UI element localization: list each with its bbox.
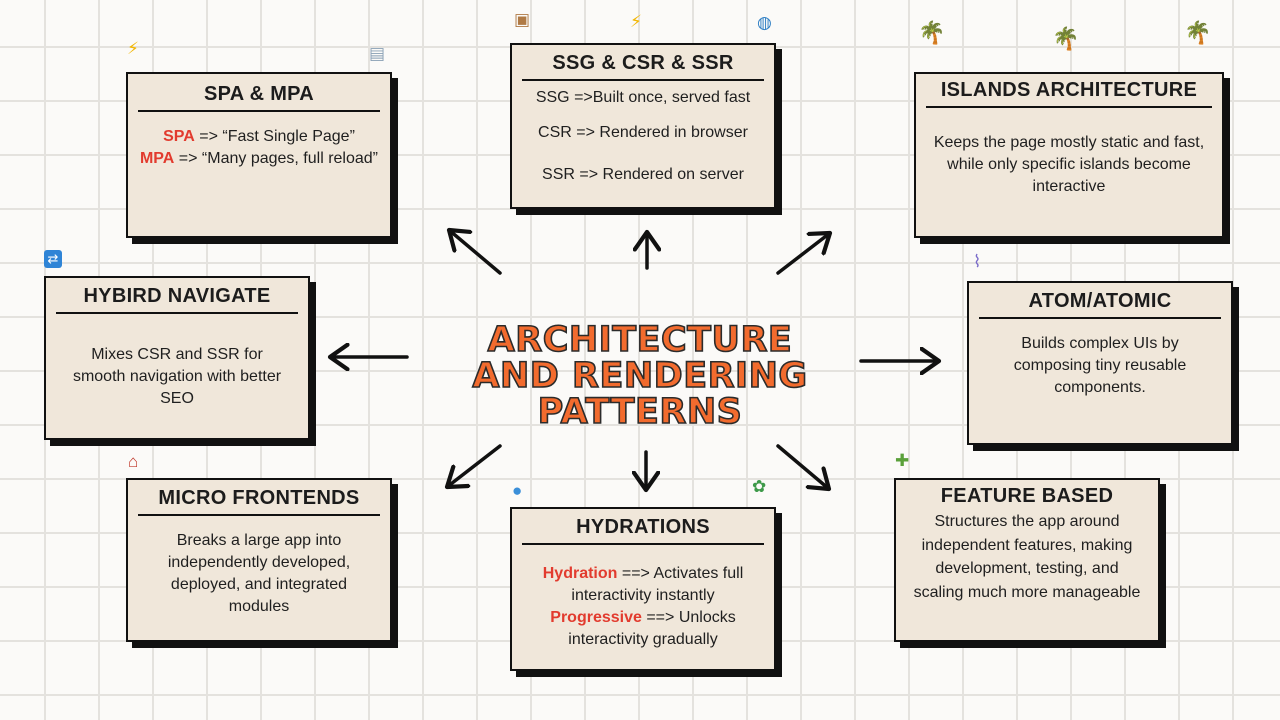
globe-icon: ◍: [757, 13, 772, 32]
card-body: SPA => “Fast Single Page” MPA => “Many p…: [138, 126, 380, 170]
island-icon: 🌴: [1052, 26, 1080, 51]
card-body: Hydration ==> Activates full interactivi…: [522, 563, 764, 651]
card-feature-based: FEATURE BASED Structures the app around …: [894, 478, 1160, 642]
arrow-to-micro: [447, 444, 502, 487]
crane-icon: ⌂: [128, 452, 139, 471]
puzzle-icon: ✚: [895, 451, 910, 470]
card-body: Structures the app around independent fe…: [913, 513, 1141, 601]
lightning-icon: ⚡: [127, 39, 139, 58]
hydration-text: ==> Activates full interactivity instant…: [571, 565, 744, 604]
card-hydrations: HYDRATIONS Hydration ==> Activates full …: [510, 507, 776, 671]
arrow-to-spa: [449, 230, 502, 275]
card-body: Keeps the page mostly static and fast, w…: [933, 134, 1205, 195]
dna-icon: ⌇: [973, 252, 982, 271]
hydration-label: Hydration: [542, 565, 618, 582]
shuffle-icon: ⇄: [44, 250, 62, 268]
card-title: HYDRATIONS: [522, 515, 764, 545]
progressive-text: ==> Unlocks interactivity gradually: [568, 609, 736, 648]
card-spa-mpa: SPA & MPA SPA => “Fast Single Page” MPA …: [126, 72, 392, 238]
card-ssg-csr-ssr: SSG & CSR & SSR SSG =>Built once, served…: [510, 43, 776, 209]
arrow-to-feature: [776, 444, 829, 489]
ssg-line: SSG =>Built once, served fast: [535, 89, 751, 106]
progressive-label: Progressive: [550, 609, 642, 626]
lightning-icon: ⚡: [630, 12, 642, 31]
title-line: PATTERNS: [537, 392, 743, 432]
droplet-icon: ●: [512, 481, 523, 500]
card-islands-architecture: ISLANDS ARCHITECTURE Keeps the page most…: [914, 72, 1224, 238]
island-icon: 🌴: [1184, 20, 1212, 45]
card-title: ATOM/ATOMIC: [979, 289, 1221, 319]
card-hybrid-navigate: HYBIRD NAVIGATE Mixes CSR and SSR for sm…: [44, 276, 310, 440]
spa-label: SPA: [163, 128, 195, 145]
card-body: Breaks a large app into independently de…: [167, 532, 351, 615]
card-title: SSG & CSR & SSR: [522, 51, 764, 81]
diagram-title: ARCHITECTURE AND RENDERING PATTERNS: [440, 320, 840, 432]
document-icon: ▤: [369, 44, 386, 63]
card-title: FEATURE BASED: [940, 485, 1114, 507]
card-title: MICRO FRONTENDS: [138, 486, 380, 516]
card-micro-frontends: MICRO FRONTENDS Breaks a large app into …: [126, 478, 392, 642]
card-title: SPA & MPA: [138, 82, 380, 112]
card-body: Mixes CSR and SSR for smooth navigation …: [72, 346, 282, 407]
card-title: HYBIRD NAVIGATE: [56, 284, 298, 314]
card-atom-atomic: ATOM/ATOMIC Builds complex UIs by compos…: [967, 281, 1233, 445]
title-line: AND RENDERING: [472, 356, 808, 396]
card-body: Builds complex UIs by composing tiny reu…: [1013, 335, 1187, 396]
spa-text: => “Fast Single Page”: [194, 128, 355, 145]
island-icon: 🌴: [918, 20, 946, 45]
mpa-text: => “Many pages, full reload”: [174, 150, 379, 167]
card-body: SSG =>Built once, served fast CSR => Ren…: [522, 87, 764, 186]
card-title: ISLANDS ARCHITECTURE: [926, 78, 1212, 108]
sprout-icon: ✿: [752, 477, 767, 496]
package-icon: ▣: [514, 10, 531, 29]
mpa-label: MPA: [139, 150, 175, 167]
arrow-to-islands: [776, 233, 830, 275]
title-line: ARCHITECTURE: [487, 320, 793, 360]
csr-line: CSR => Rendered in browser: [538, 124, 748, 141]
ssr-line: SSR => Rendered on server: [542, 166, 744, 183]
